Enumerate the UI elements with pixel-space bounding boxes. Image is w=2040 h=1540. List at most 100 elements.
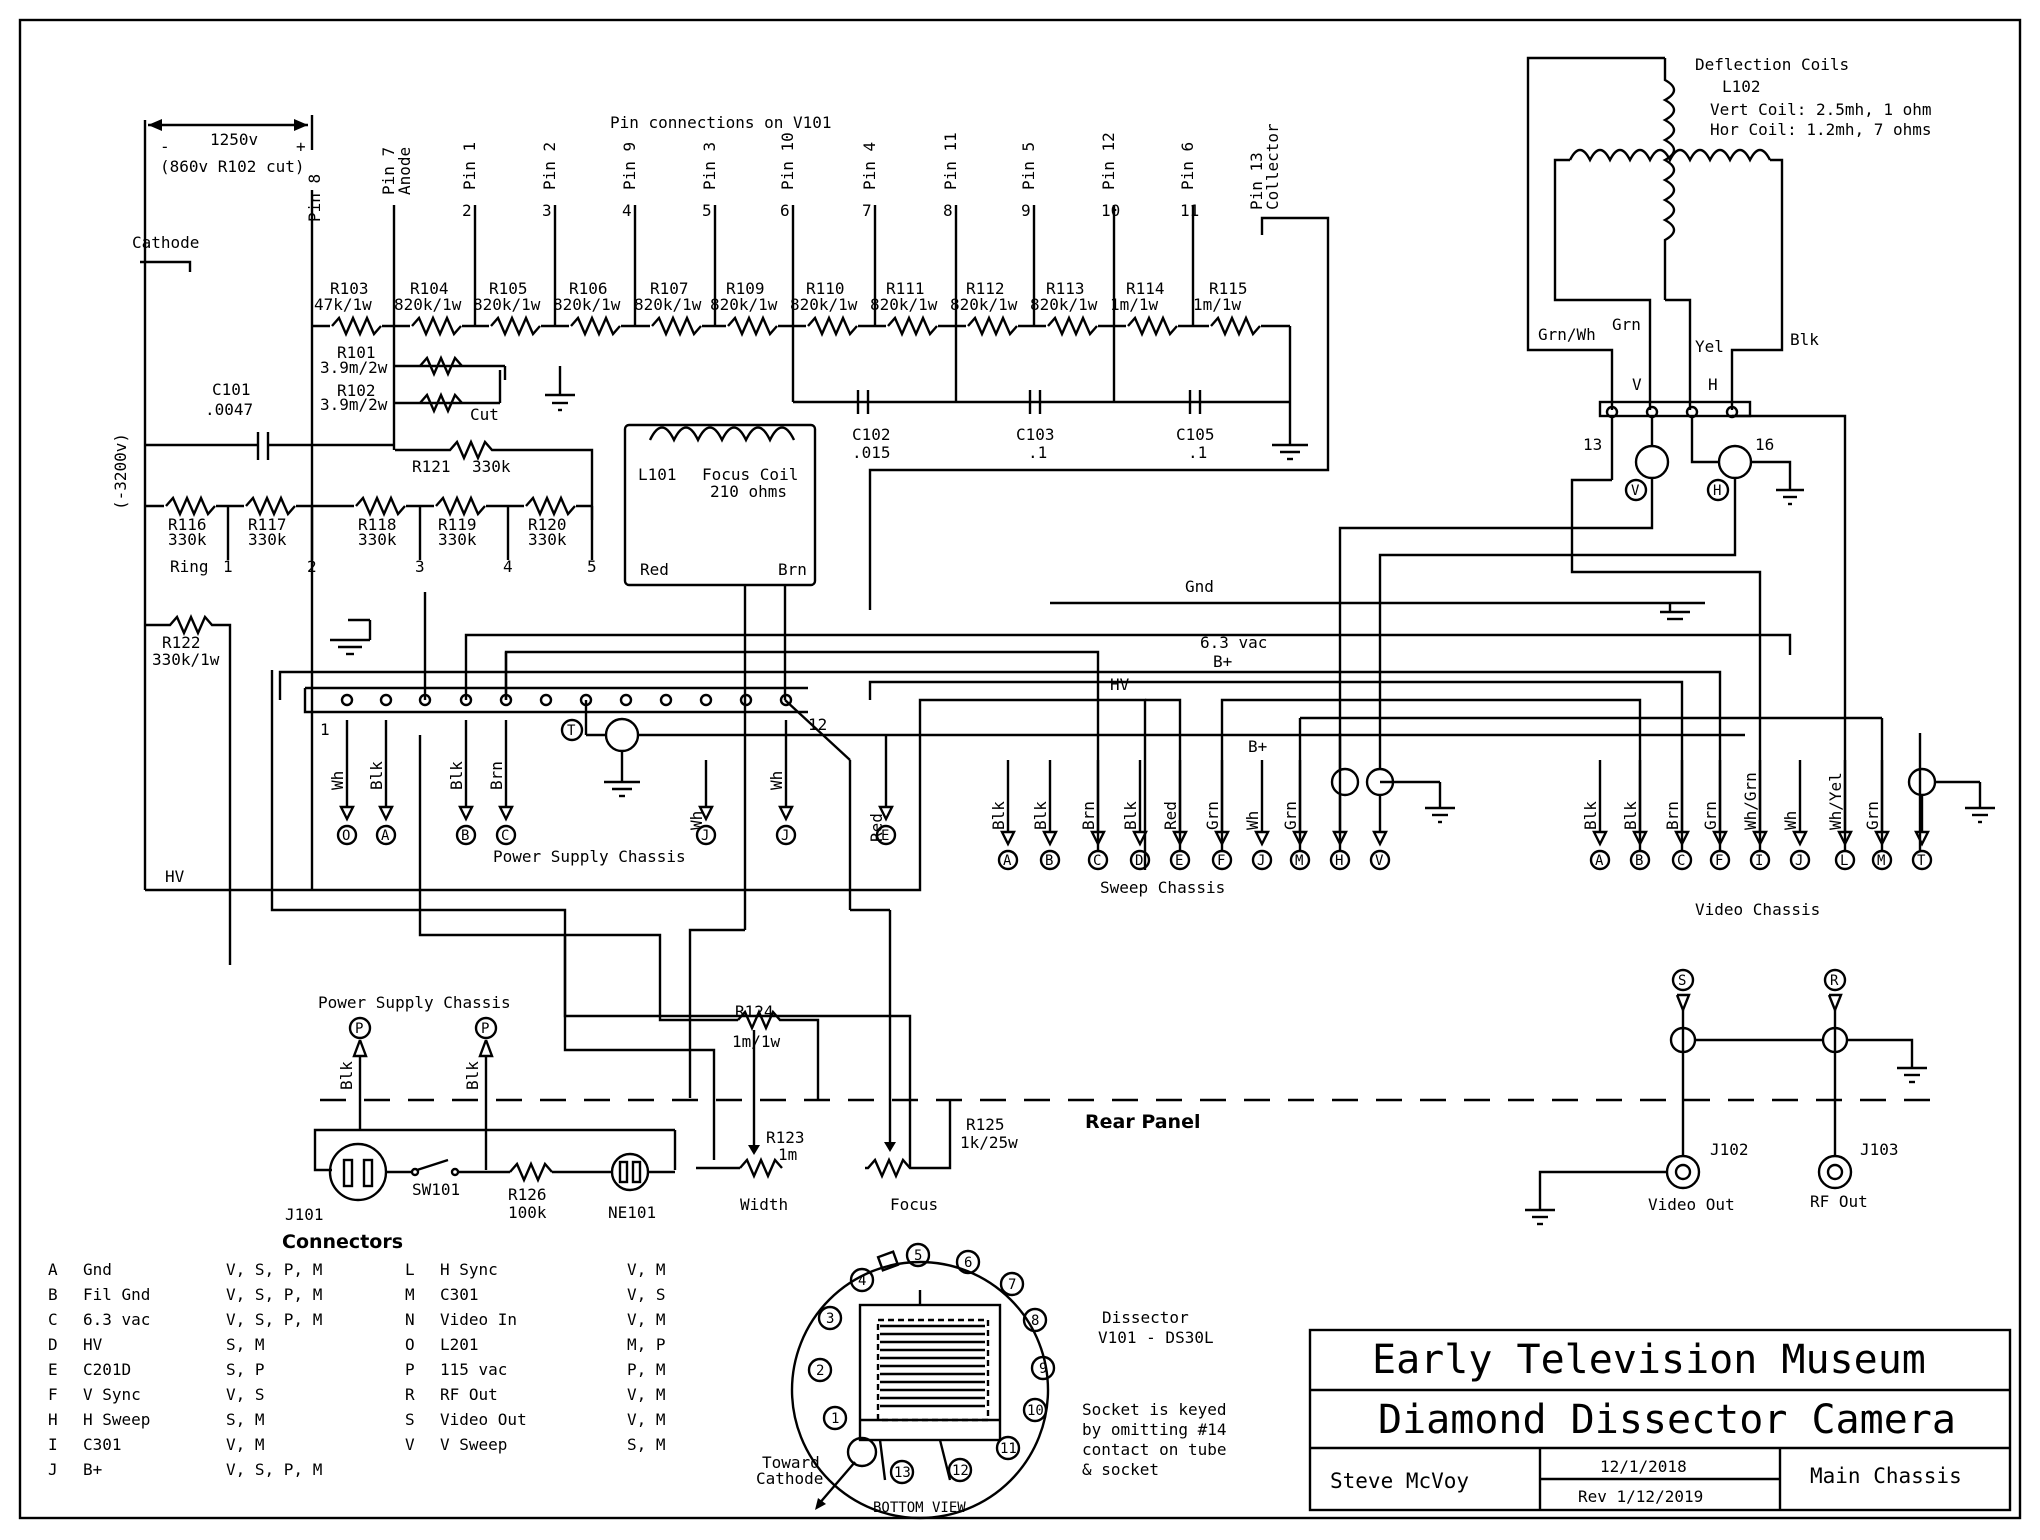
r-letter: R bbox=[1830, 973, 1839, 989]
pin-num-1: 3 bbox=[542, 201, 552, 220]
c103-value: .1 bbox=[1028, 443, 1047, 462]
pin-num-8: 10 bbox=[1101, 201, 1120, 220]
conn-key-p: P bbox=[405, 1360, 415, 1379]
conn-name-s: Video Out bbox=[440, 1410, 527, 1429]
conn-chassis-r: V, M bbox=[627, 1385, 666, 1404]
sweep-conn-m-7 bbox=[1289, 849, 1311, 871]
terminal-strip: 1 12 T bbox=[303, 592, 1745, 798]
deflection-title: Deflection Coils bbox=[1695, 55, 1849, 74]
l101-ref: L101 bbox=[638, 465, 677, 484]
sweep-conn-d-3 bbox=[1129, 849, 1151, 871]
socket-pin-11 bbox=[995, 1435, 1021, 1461]
video-conn-wire-0: Blk bbox=[1581, 801, 1600, 830]
sweep-conn-letter-7: M bbox=[1295, 853, 1303, 869]
ring-ref-1: R117 bbox=[248, 515, 287, 534]
conn-key-d: D bbox=[48, 1335, 58, 1354]
r102-value: 3.9m/2w bbox=[320, 395, 388, 414]
socket-pin-label-1: 1 bbox=[831, 1411, 839, 1427]
sweep-conn-a-0 bbox=[997, 849, 1019, 871]
wire-grn: Grn bbox=[1612, 315, 1641, 334]
strip-terminal-11 bbox=[739, 693, 753, 707]
ring-ref-2: R118 bbox=[358, 515, 397, 534]
resistor-r112 bbox=[967, 315, 1018, 337]
vert-coil-spec: Vert Coil: 2.5mh, 1 ohm bbox=[1710, 100, 1932, 119]
ps-conn-e-6 bbox=[875, 824, 897, 846]
pin-num-6: 8 bbox=[943, 201, 953, 220]
resistor-r115 bbox=[1210, 315, 1261, 337]
conn-chassis-h: S, M bbox=[226, 1410, 265, 1429]
socket-pin-12 bbox=[947, 1457, 973, 1483]
sweep-conn-letter-6: J bbox=[1257, 853, 1265, 869]
conn-name-a: Gnd bbox=[83, 1260, 112, 1279]
sweep-conn-c-2 bbox=[1087, 849, 1109, 871]
sweep-chassis-label: Sweep Chassis bbox=[1100, 878, 1225, 897]
minus-sign: - bbox=[160, 137, 170, 156]
ps-conn-j-5 bbox=[775, 824, 797, 846]
r102-ref: R102 bbox=[337, 381, 376, 400]
video-conn-c-2 bbox=[1671, 849, 1693, 871]
resistor-r105 bbox=[490, 315, 541, 337]
r125-ref: R125 bbox=[966, 1115, 1005, 1134]
video-conn-wire-4: Wh/Grn bbox=[1741, 772, 1760, 830]
pin-label-6: Pin 11 bbox=[941, 132, 960, 190]
conn-chassis-o: M, P bbox=[627, 1335, 666, 1354]
video-conn-letter-0: A bbox=[1595, 853, 1604, 869]
conn-name-m: C301 bbox=[440, 1285, 479, 1304]
ring-tap-0: 1 bbox=[223, 557, 233, 576]
date: 12/1/2018 bbox=[1600, 1457, 1687, 1476]
res-ref-3: R106 bbox=[569, 279, 608, 298]
ring-resistor-0 bbox=[165, 495, 216, 517]
deflection-ref: L102 bbox=[1722, 77, 1761, 96]
c102-ref: C102 bbox=[852, 425, 891, 444]
conn-name-i: C301 bbox=[83, 1435, 122, 1454]
plus-sign: + bbox=[296, 137, 306, 156]
socket-pin-label-5: 5 bbox=[914, 1248, 922, 1264]
h-circle-letter: H bbox=[1713, 483, 1721, 499]
ps-chassis-label: Power Supply Chassis bbox=[493, 847, 686, 866]
conn-chassis-l: V, M bbox=[627, 1260, 666, 1279]
conn-name-h: H Sweep bbox=[83, 1410, 150, 1429]
conn-name-j: B+ bbox=[83, 1460, 102, 1479]
socket-pin-label-2: 2 bbox=[816, 1363, 824, 1379]
conn-name-d: HV bbox=[83, 1335, 103, 1354]
connectors-title: Connectors bbox=[282, 1231, 403, 1253]
pin-label-3: Pin 3 bbox=[700, 142, 719, 190]
neg-voltage: (-3200v) bbox=[111, 433, 130, 510]
hv-bus-label: HV bbox=[1110, 675, 1130, 694]
pin-num-2: 4 bbox=[622, 201, 632, 220]
v-circle-letter: V bbox=[1631, 483, 1640, 499]
ps-conn-letter-1: A bbox=[381, 828, 390, 844]
sweep-conn-letter-0: A bbox=[1003, 853, 1012, 869]
conn-key-i: I bbox=[48, 1435, 58, 1454]
sweep-conn-b-1 bbox=[1039, 849, 1061, 871]
sweep-conn-e-4 bbox=[1169, 849, 1191, 871]
r126-ref: R126 bbox=[508, 1185, 547, 1204]
res-val-11: 1m/1w bbox=[1193, 295, 1242, 314]
conn-chassis-a: V, S, P, M bbox=[226, 1260, 322, 1279]
ring-val-2: 330k bbox=[358, 530, 397, 549]
voltage-span: 1250v (860v R102 cut) - + bbox=[143, 115, 314, 240]
socket-pin-label-10: 10 bbox=[1027, 1403, 1044, 1419]
sw101-ref: SW101 bbox=[412, 1180, 460, 1199]
rf-out-label: RF Out bbox=[1810, 1192, 1868, 1211]
sweep-conn-wire-3: Blk bbox=[1121, 801, 1140, 830]
res-ref-0: R103 bbox=[330, 279, 369, 298]
pin-label-7: Pin 5 bbox=[1019, 142, 1038, 190]
ring-val-4: 330k bbox=[528, 530, 567, 549]
blk-wire-1: Blk bbox=[337, 1061, 356, 1090]
resistor-r106 bbox=[570, 315, 621, 337]
bplus-bus-label: B+ bbox=[1213, 652, 1232, 671]
conn-chassis-c: V, S, P, M bbox=[226, 1310, 322, 1329]
v63-bus-label: 6.3 vac bbox=[1200, 633, 1267, 652]
strip-terminal-10 bbox=[699, 693, 713, 707]
ps-conn-wire-2: Blk bbox=[447, 761, 466, 790]
video-conn-wire-5: Wh bbox=[1781, 811, 1800, 830]
pin-label-8: Pin 12 bbox=[1099, 132, 1118, 190]
wire-yel: Yel bbox=[1695, 337, 1724, 356]
pin-num-0: 2 bbox=[462, 201, 472, 220]
rear-panel-label: Rear Panel bbox=[1085, 1111, 1200, 1133]
strip-terminal-9 bbox=[659, 693, 673, 707]
sweep-conn-letter-2: C bbox=[1093, 853, 1101, 869]
